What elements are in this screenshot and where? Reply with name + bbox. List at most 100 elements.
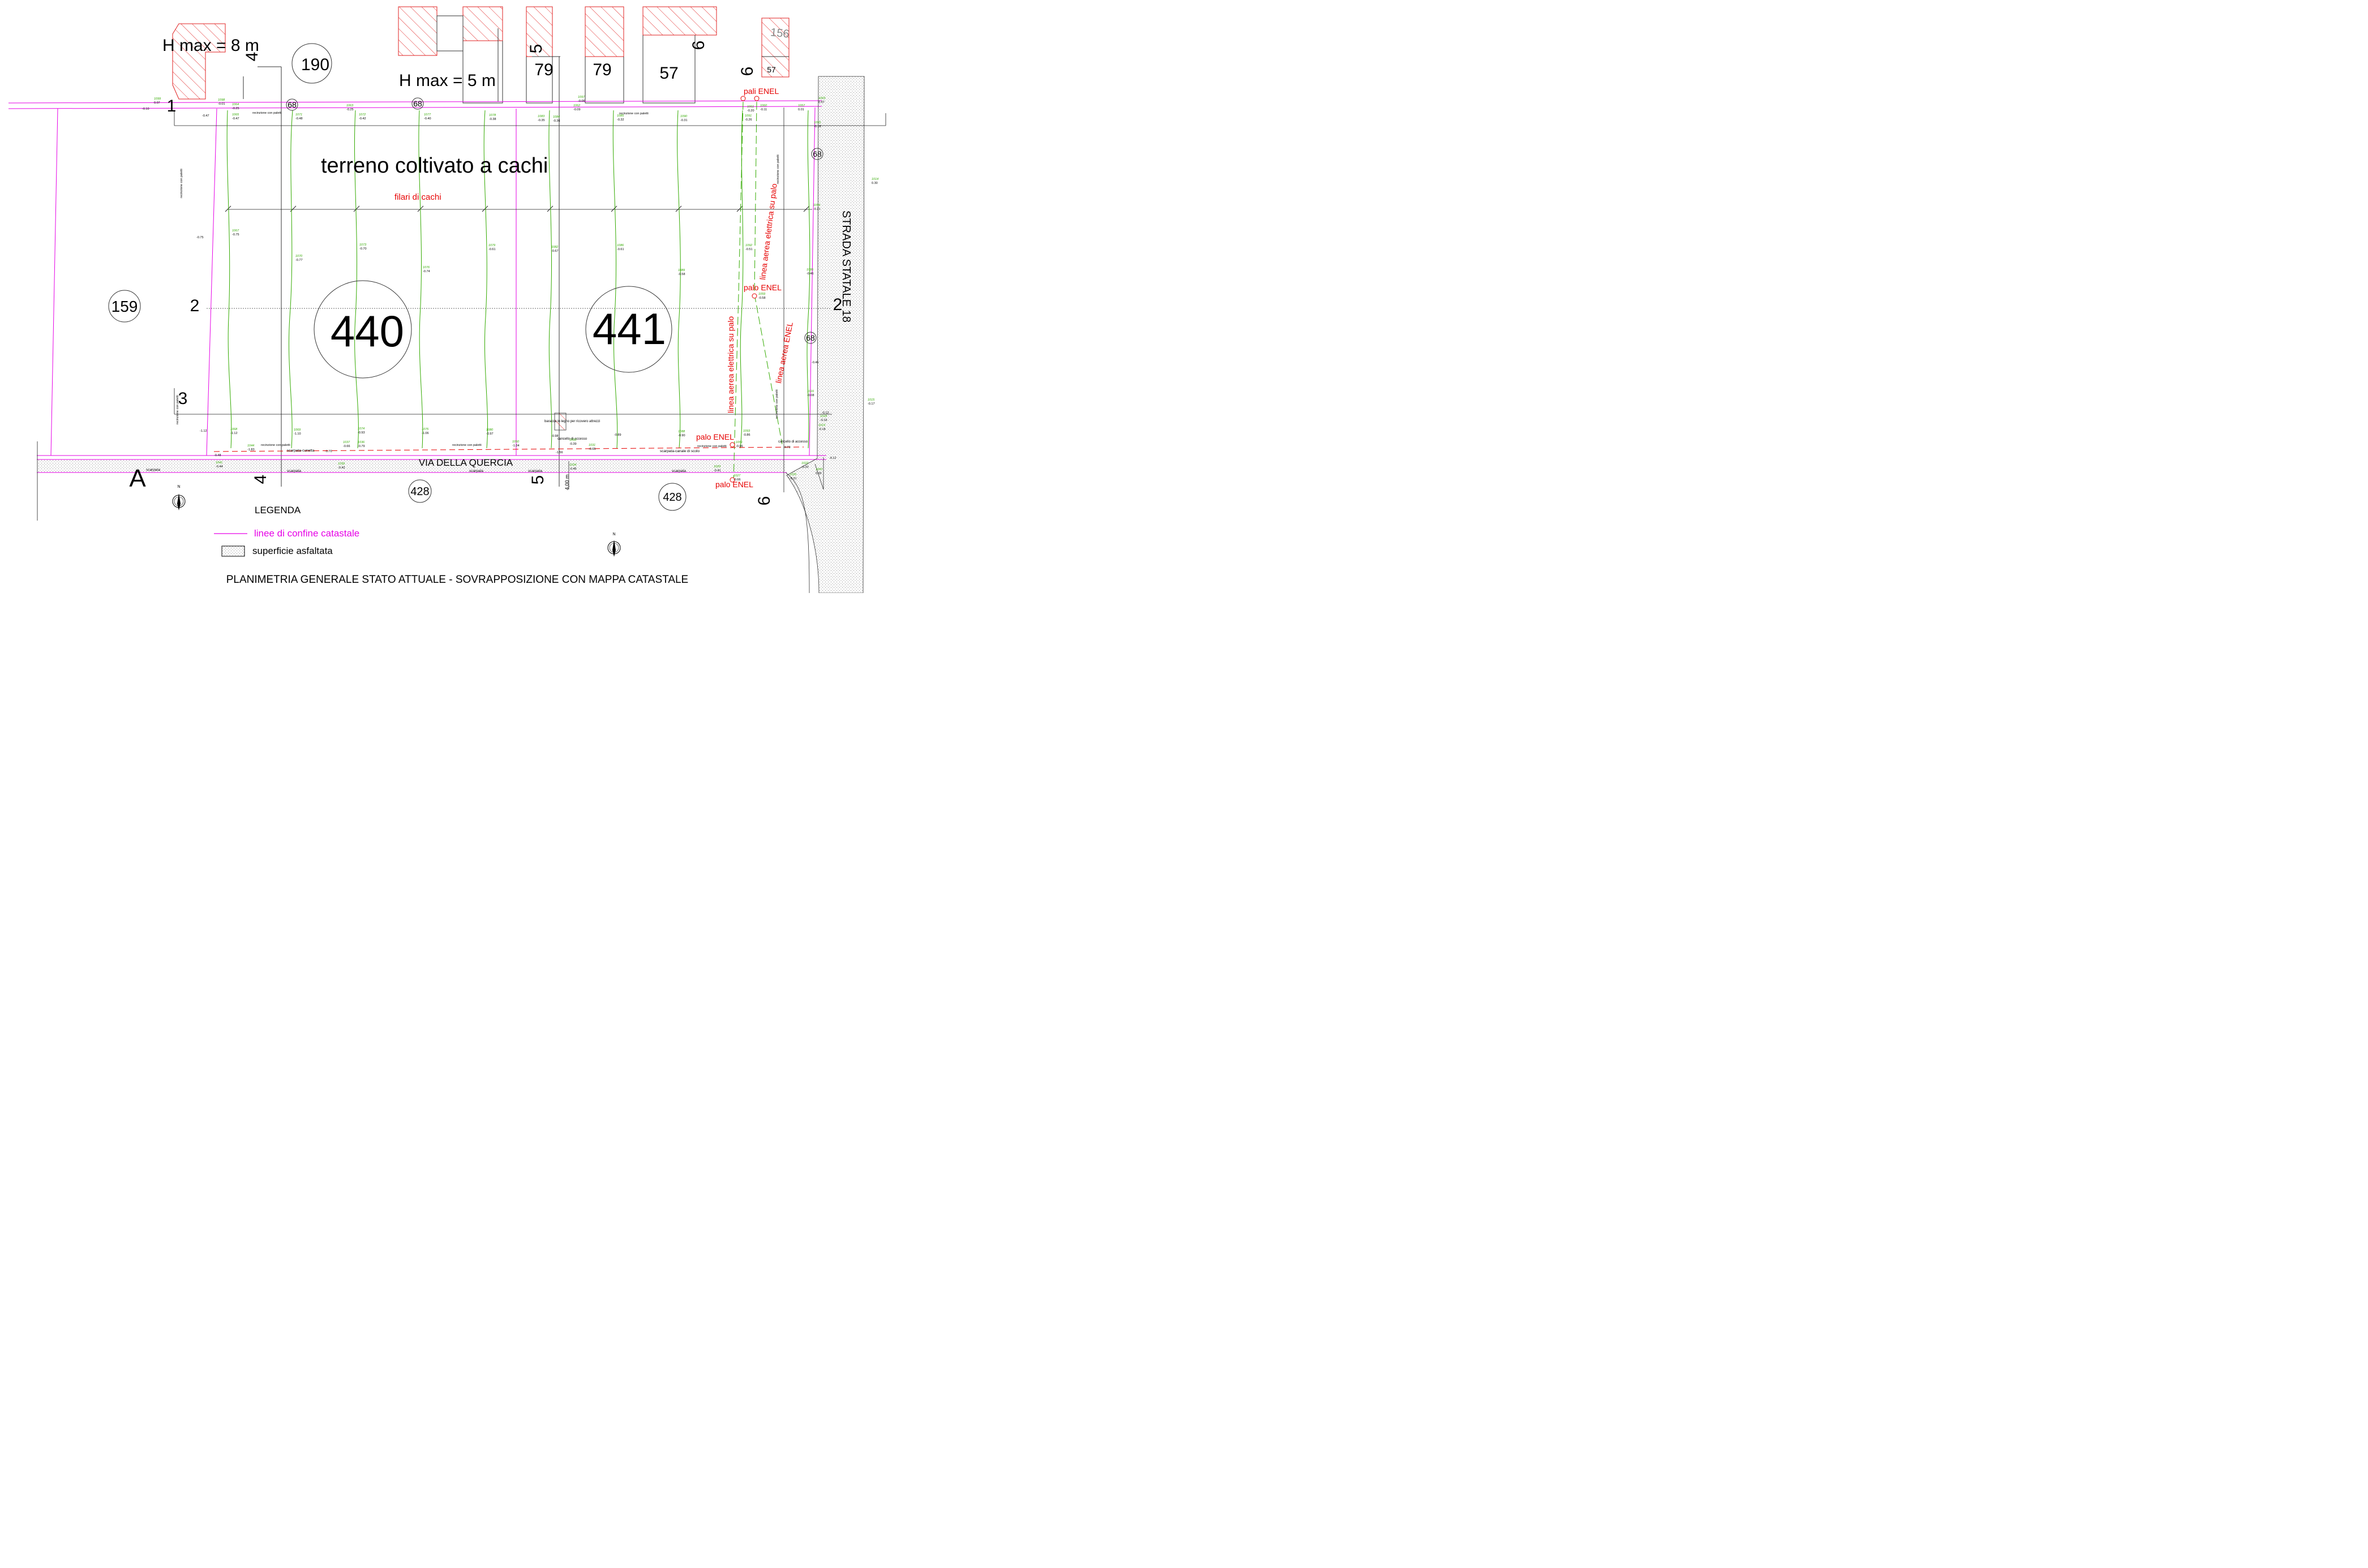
enel-pole-4 <box>730 442 735 448</box>
spot-height-id: 1025 <box>790 473 797 476</box>
enel-palo-label-2: palo ENEL <box>696 432 734 441</box>
legend-asphalt-swatch <box>221 545 245 557</box>
spot-height-value: -1.04 <box>512 444 520 448</box>
spot-height-id: 1000 <box>816 468 823 471</box>
area-label: terreno coltivato a cachi <box>321 154 548 178</box>
spot-height-id: 1054 <box>813 204 820 207</box>
legend-boundary-label: linee di confine catastale <box>254 528 359 539</box>
spot-height-value: -0.58 <box>678 273 685 276</box>
parcel-428-right: 428 <box>663 491 681 504</box>
fence-label-4: recinzione con paletti <box>452 444 482 447</box>
building-n2 <box>462 6 503 41</box>
parcel-79-a: 79 <box>534 61 553 79</box>
spot-height-value: -0.32 <box>617 118 624 122</box>
spot-height-id: 1044 <box>247 444 254 448</box>
spot-height-value: -0.38 <box>489 118 496 121</box>
spot-height-id: 1088 <box>678 430 685 433</box>
spot-height-value: 0.07 <box>154 101 160 105</box>
parcel-68-d: 68 <box>806 333 815 342</box>
spot-height-value: -0.31 <box>790 477 797 480</box>
spot-height-value: -0.77 <box>295 259 303 262</box>
parcel-190: 190 <box>301 55 329 74</box>
enel-pole-1 <box>740 96 746 101</box>
spot-height-id: 1027 <box>733 474 741 478</box>
scarpata-canale: scarpata-canale di scolo <box>660 449 700 453</box>
spot-height-id: 1034 <box>569 463 576 467</box>
spot-height-id: 1092 <box>745 244 752 247</box>
road-statale-18: STRADA STATALE 18 <box>840 211 852 323</box>
height-c: -0.75 <box>196 236 204 239</box>
spot-height-value: -0.25 <box>346 108 354 111</box>
spot-height-value: -0.25 <box>232 107 239 110</box>
spot-height-id: 1060 <box>760 104 767 108</box>
baracca-label: baracca in legno per ricovero attrezzi <box>544 420 600 423</box>
existing-buildings <box>172 6 790 100</box>
fence-label-1: recinzione con paletti <box>252 111 282 115</box>
spot-height-value: -0.16 <box>820 419 827 422</box>
parcel-159: 159 <box>111 298 138 315</box>
height-limit-n: H max = 5 m <box>399 71 496 90</box>
spot-height-id: 1072 <box>359 113 366 117</box>
cancello-label-1: cancello di accesso <box>557 437 587 441</box>
height-l: -0.73 <box>783 446 791 449</box>
spot-height-value: -0.26 <box>745 118 752 122</box>
spot-height-value: -0.97 <box>486 432 494 436</box>
spot-height-id: 1015 <box>868 398 875 402</box>
spot-height-value: -0.11 <box>760 108 767 111</box>
spot-height-value: -0.46 <box>807 272 814 276</box>
legend-title: LEGENDA <box>255 505 301 515</box>
section-A: A <box>129 465 146 492</box>
spot-height-value: -0.09 <box>573 108 581 111</box>
parcel-68-a: 68 <box>288 100 297 109</box>
spot-height-value: -1.06 <box>422 432 429 435</box>
spot-height-value: 0.57 <box>818 101 825 104</box>
height-e: -0.89 <box>614 433 621 437</box>
spot-height-value: -0.20 <box>747 109 754 113</box>
spot-height-id: 1018 <box>820 415 827 418</box>
section-1: 1 <box>167 97 177 115</box>
section-2-left: 2 <box>190 297 200 315</box>
enel-line-label-3: linea aerea ENEL <box>774 321 795 384</box>
spot-height-id: 1033 <box>569 439 577 442</box>
spot-height-value: -0.31 <box>680 119 688 122</box>
spot-height-id: 1022 <box>801 462 808 465</box>
north-arrow-icon: N <box>607 532 621 557</box>
baracca-shed <box>554 413 567 431</box>
spot-height-id: 1099 <box>154 97 161 101</box>
spot-height-id: 1036 <box>358 441 365 444</box>
building-n3 <box>526 6 553 57</box>
spot-height-value: -0.01 <box>218 102 225 106</box>
spot-height-value: -0.70 <box>359 247 367 251</box>
spot-height-id: 1090 <box>680 115 688 118</box>
road-via-della-quercia: VIA DELLA QUERCIA <box>419 457 513 468</box>
enel-pole-3 <box>752 293 757 299</box>
building-n1 <box>398 6 437 56</box>
spot-height-id: 1074 <box>358 427 364 431</box>
spot-height-id: 1091 <box>745 114 752 118</box>
statale-asphalt <box>786 76 865 593</box>
section-4-bottom: 4 <box>251 475 270 484</box>
spot-height-value: -0.93 <box>358 431 365 435</box>
survey-lines <box>37 108 886 521</box>
spot-height-id: 1016 <box>807 390 814 393</box>
spot-height-value: -0.47 <box>232 117 239 121</box>
fence-label-2: recinzione con paletti <box>619 112 649 115</box>
spot-height-value: -0.74 <box>423 270 430 273</box>
north-label: N <box>177 485 180 489</box>
spot-height-id: 1003 <box>818 97 826 100</box>
section-6-a: 6 <box>689 41 708 50</box>
scarpata-cunetta: scarpata-cunetta <box>287 449 315 453</box>
spot-height-id: 1061 <box>747 105 754 109</box>
spot-height-value: -0.46 <box>569 467 577 471</box>
fence-label-5: recinzione con paletti <box>697 445 727 448</box>
spot-height-value: 0.00 <box>816 472 822 475</box>
rows-label: filari di cachi <box>394 192 441 202</box>
spot-height-id: 1065 <box>232 113 239 117</box>
spot-height-id: 1098 <box>218 98 225 102</box>
spot-height-id: 1051 <box>736 441 743 444</box>
section-5-bottom: 5 <box>529 475 547 485</box>
spot-height-value: -0.96 <box>736 445 743 448</box>
spot-height-value: -0.39 <box>569 443 577 446</box>
spot-height-value: -0.58 <box>758 297 766 300</box>
spot-height-value: -0.35 <box>538 119 545 122</box>
